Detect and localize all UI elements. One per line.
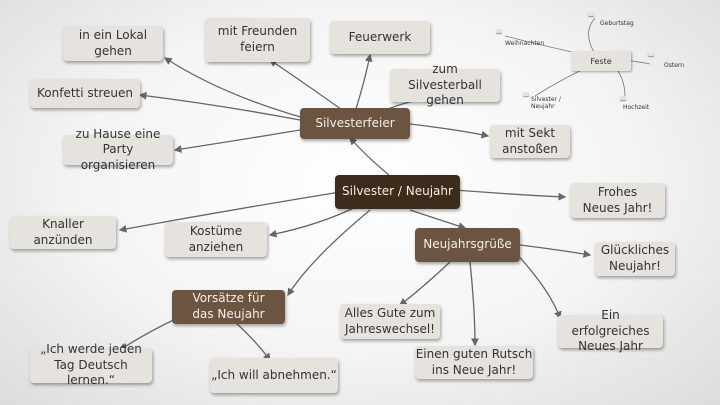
thumbnail-weihnachten: Weihnachten <box>505 40 545 47</box>
node-mit-sekt-anstossen[interactable]: mit Sekt anstoßen <box>490 125 570 158</box>
node-zu-hause-eine-party-organisieren[interactable]: zu Hause eine Party organisieren <box>63 127 173 172</box>
link-feier-sekt <box>409 123 490 139</box>
thumbnail-silvester-neujahr: Silvester / Neujahr <box>531 96 561 111</box>
thumbnail-geburtstag: Geburtstag <box>600 20 634 27</box>
node-ein-erfolgreiches-neues-jahr[interactable]: Ein erfolgreiches Neues Jahr <box>558 308 663 353</box>
thumbnail-marker <box>620 96 626 100</box>
node-in-ein-lokal-gehen[interactable]: in ein Lokal gehen <box>63 26 163 61</box>
link-feier-feuerwerk <box>354 53 373 113</box>
node-neujahrsgruesse[interactable]: Neujahrsgrüße <box>415 228 520 262</box>
node-feuerwerk[interactable]: Feuerwerk <box>330 21 430 54</box>
link-zentral-gruesse <box>409 209 467 230</box>
link-zentral-knaller <box>118 191 341 233</box>
link-gruesse-alles <box>398 261 451 306</box>
link-vorsaetze-abnehmen <box>234 321 271 362</box>
thumbnail-marker <box>588 12 594 16</box>
node-alles-gute-zum-jahreswechsel[interactable]: Alles Gute zum Jahreswechsel! <box>340 304 440 339</box>
link-zentral-feier <box>349 137 396 181</box>
node-silvesterfeier[interactable]: Silvesterfeier <box>300 108 410 139</box>
node-konfetti-streuen[interactable]: Konfetti streuen <box>30 79 140 108</box>
thumbnail-marker <box>523 92 529 96</box>
link-feier-konfetti <box>138 91 301 121</box>
node-ich-will-abnehmen[interactable]: „Ich will abnehmen.“ <box>210 358 338 393</box>
link-gruesse-rutsch <box>469 261 479 347</box>
node-silvester-neujahr[interactable]: Silvester / Neujahr <box>335 175 460 209</box>
node-glueckliches-neujahr[interactable]: Glückliches Neujahr! <box>595 242 675 276</box>
node-mit-freunden-feiern[interactable]: mit Freunden feiern <box>205 18 310 62</box>
link-feier-freunde <box>268 59 346 113</box>
node-kostueme-anziehen[interactable]: Kostüme anziehen <box>165 222 267 257</box>
link-zentral-frohes <box>454 189 567 201</box>
link-zentral-vorsaetze <box>287 209 371 297</box>
thumbnail-marker <box>496 29 502 33</box>
node-zum-silvesterball-gehen[interactable]: zum Silvesterball gehen <box>390 62 500 107</box>
node-vorsaetze-fuer-das-neujahr[interactable]: Vorsätze für das Neujahr <box>172 290 285 324</box>
node-ich-werde-jeden-tag-deutsch-lernen[interactable]: „Ich werde jeden Tag Deutsch lernen.“ <box>30 342 152 387</box>
thumbnail-ostern: Ostern <box>664 62 685 69</box>
node-knaller-anzuenden[interactable]: Knaller anzünden <box>10 216 116 249</box>
thumbnail-hochzeit: Hochzeit <box>623 104 650 111</box>
node-einen-guten-rutsch[interactable]: Einen guten Rutsch ins Neue Jahr! <box>415 346 533 379</box>
link-gruesse-gluecklich <box>519 244 592 258</box>
thumbnail-feste: Feste <box>571 51 631 71</box>
node-frohes-neues-jahr[interactable]: Frohes Neues Jahr! <box>570 183 665 218</box>
link-gruesse-erfolgreich <box>514 251 562 320</box>
link-feier-party <box>173 129 301 153</box>
thumbnail-marker <box>648 52 654 56</box>
